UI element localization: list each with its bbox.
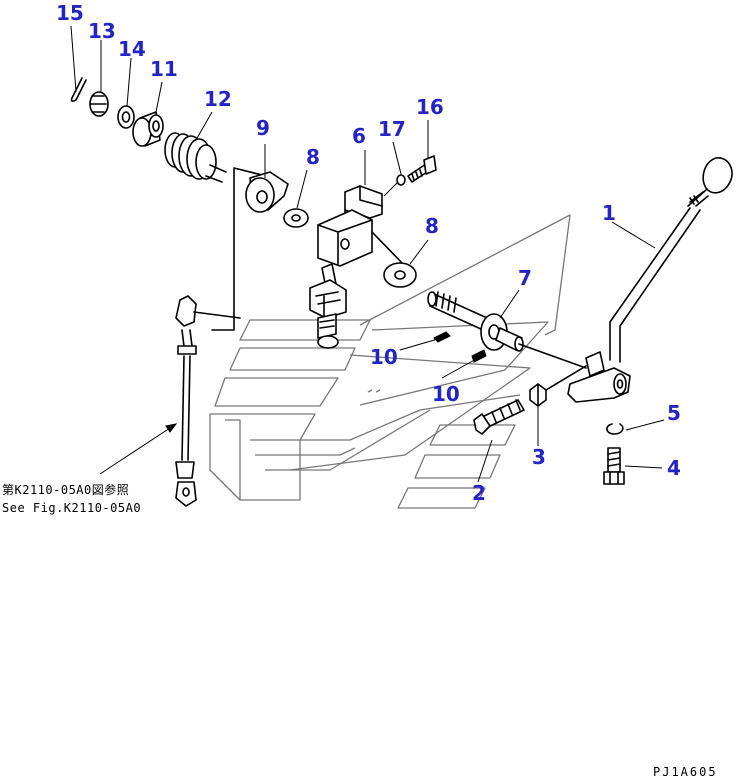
callout-leaders [70, 25, 665, 483]
callout-17: 17 [378, 117, 406, 141]
part-2-bolt [473, 399, 525, 435]
callout-10-upper: 10 [370, 345, 398, 369]
figure-reference-jp: 第K2110-05A0図参照 [2, 482, 129, 497]
part-5-snap-ring [606, 423, 624, 435]
callout-15: 15 [56, 1, 84, 25]
callout-10-lower: 10 [432, 382, 460, 406]
part-1-shift-lever [567, 157, 733, 403]
part-7-pivot-shaft [427, 291, 587, 369]
part-16-bolt [383, 155, 437, 197]
part-15-cotter-pin [70, 77, 87, 102]
callout-12: 12 [204, 87, 232, 111]
part-3-nut [529, 365, 587, 407]
part-9-seal-holder [211, 167, 289, 331]
part-10-key-upper [433, 331, 451, 343]
callout-4: 4 [667, 456, 681, 480]
callout-5: 5 [667, 401, 681, 425]
part-11-bushing [132, 111, 164, 147]
callout-2: 2 [472, 481, 486, 505]
part-14-washer [117, 105, 135, 129]
callout-7: 7 [518, 266, 532, 290]
drawing-code: PJ1A605 [653, 765, 718, 779]
part-13-castle-nut [89, 91, 109, 117]
callout-labels: 1 2 3 4 5 6 7 8 8 9 10 10 11 12 13 14 15… [56, 1, 681, 505]
part-12-boot [164, 132, 227, 183]
callout-16: 16 [416, 95, 444, 119]
part-4-bolt [603, 447, 625, 485]
part-8-washer-lower [383, 262, 417, 288]
callout-14: 14 [118, 37, 146, 61]
callout-9: 9 [256, 116, 270, 140]
figure-reference-en: See Fig.K2110-05A0 [2, 501, 141, 515]
part-8-washer-upper [283, 208, 309, 228]
rod-end-joint [309, 263, 347, 349]
control-cable [175, 295, 241, 507]
part-17-lock-washer [396, 174, 406, 186]
callout-8-lower: 8 [425, 214, 439, 238]
callout-3: 3 [532, 445, 546, 469]
callout-6: 6 [352, 124, 366, 148]
callout-13: 13 [88, 19, 116, 43]
callout-11: 11 [150, 57, 178, 81]
callout-8-upper: 8 [306, 145, 320, 169]
part-6-bracket [317, 185, 406, 267]
callout-1: 1 [602, 201, 616, 225]
